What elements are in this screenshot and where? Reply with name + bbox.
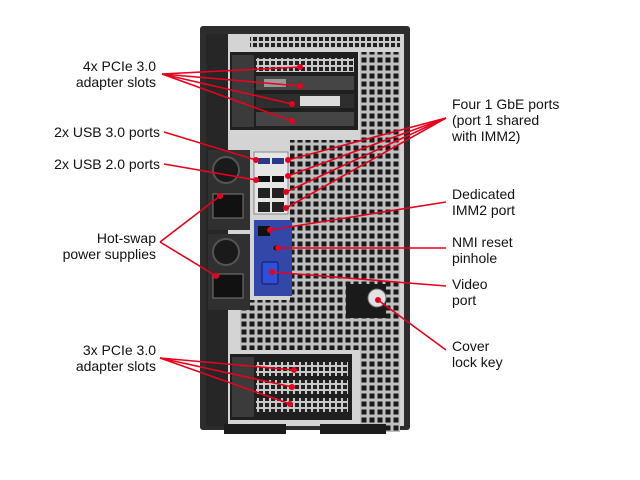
io-ports (253, 151, 289, 215)
leader-pcie-top-3 (161, 73, 293, 105)
leader-lines (159, 64, 447, 407)
callout-nmi: NMI reset pinhole (452, 234, 513, 266)
leader-psu-2 (159, 241, 217, 277)
leader-gbe-1 (287, 117, 447, 161)
leader-usb2 (163, 163, 257, 181)
pcie-slots-bottom (230, 354, 352, 420)
callout-usb3: 2x USB 3.0 ports (54, 124, 160, 140)
leader-imm2 (269, 201, 447, 231)
leader-pcie-top-4 (161, 73, 293, 122)
leader-usb3 (163, 131, 257, 161)
leader-gbe-2 (287, 117, 447, 177)
callout-video: Video port (452, 276, 488, 308)
callout-gbe: Four 1 GbE ports (port 1 shared with IMM… (452, 96, 560, 144)
leader-pcie-bottom-2 (159, 357, 293, 388)
leader-pcie-bottom-3 (159, 357, 291, 405)
leader-gbe-4 (285, 117, 447, 209)
cover-lock (346, 284, 387, 318)
leader-video (271, 271, 447, 287)
callout-usb2: 2x USB 2.0 ports (54, 156, 160, 172)
leader-pcie-bottom-1 (159, 357, 295, 371)
callout-psu: Hot-swap power supplies (62, 230, 156, 262)
leader-psu-1 (159, 195, 221, 243)
leader-pcie-top-2 (161, 73, 301, 87)
callout-imm2: Dedicated IMM2 port (452, 186, 516, 218)
leader-pcie-top-1 (161, 66, 301, 75)
management-panel (254, 220, 292, 296)
callout-pcie-top: 4x PCIe 3.0 adapter slots (75, 58, 156, 90)
pcie-slots-top (230, 52, 358, 130)
leader-cover (377, 299, 447, 351)
callout-pcie-bottom: 3x PCIe 3.0 adapter slots (75, 342, 156, 374)
callout-cover: Cover lock key (452, 338, 503, 370)
power-supplies (208, 150, 250, 310)
leader-gbe-3 (285, 117, 447, 193)
